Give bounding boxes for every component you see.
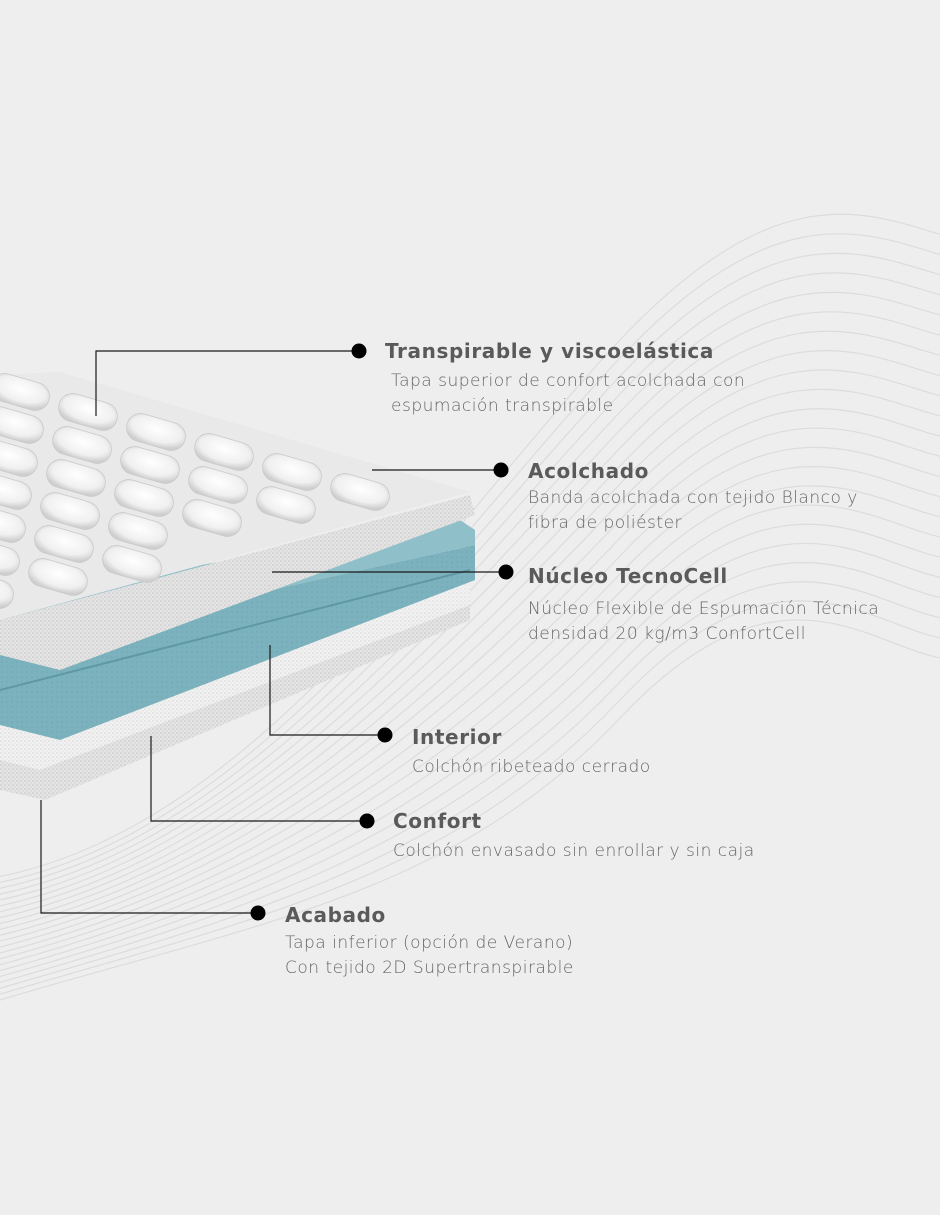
wave-line	[0, 619, 940, 1001]
quilt-pillow	[0, 472, 32, 510]
wave-line	[0, 330, 940, 913]
quilt-pillow	[40, 492, 100, 530]
label-title: Acolchado	[528, 459, 649, 483]
leader-dots	[250, 343, 514, 921]
quilt-pillow	[182, 499, 242, 537]
wave-line	[0, 542, 940, 978]
wave-line	[0, 350, 940, 919]
label-title: Transpirable y viscoelástica	[385, 339, 714, 363]
core-layer-edge	[0, 569, 471, 691]
quilt-pillow	[256, 486, 316, 524]
desc-line: densidad 20 kg/m3 ConfortCell	[528, 624, 806, 644]
comfort-layer-side	[0, 590, 470, 770]
wave-line	[0, 504, 940, 966]
label-description: Núcleo Flexible de Espumación Técnica de…	[528, 597, 879, 647]
mattress-illustration	[0, 372, 475, 800]
wave-line	[0, 252, 940, 889]
quilt-pillow	[0, 373, 50, 411]
dot-confort	[359, 813, 375, 829]
wave-line	[0, 388, 940, 930]
desc-line: Colchón envasado sin enrollar y sin caja	[393, 841, 755, 861]
quilt-pillow	[0, 406, 44, 444]
wave-line	[0, 291, 940, 901]
quilt-pillow	[0, 439, 38, 477]
label-title: Núcleo TecnoCell	[528, 564, 728, 588]
label-description: Tapa superior de confort acolchada con e…	[391, 369, 745, 419]
desc-line: espumación transpirable	[391, 396, 614, 416]
leader-line-transpirable	[95, 350, 358, 416]
dot-acolchado	[493, 462, 509, 478]
wave-line	[0, 581, 940, 989]
label-description: Colchón envasado sin enrollar y sin caja	[393, 839, 755, 864]
label-transpirable: Transpirable y viscoelástica Tapa superi…	[385, 339, 745, 419]
quilt-pillow	[330, 473, 390, 511]
quilt-pillow	[0, 538, 20, 576]
wave-line	[0, 213, 940, 877]
desc-line: Banda acolchada con tejido Blanco y	[528, 488, 858, 508]
quilt-pillow	[52, 426, 112, 464]
quilt-pillow	[28, 558, 88, 596]
wave-line	[0, 369, 940, 925]
wave-line	[0, 427, 940, 942]
desc-line: Tapa superior de confort acolchada con	[391, 371, 746, 391]
label-description: Tapa inferior (opción de Verano) Con tej…	[285, 931, 574, 981]
label-interior: Interior Colchón ribeteado cerrado	[412, 725, 651, 780]
label-nucleo: Núcleo TecnoCell Núcleo Flexible de Espu…	[528, 564, 879, 647]
wave-line	[0, 485, 940, 960]
quilt-pillow	[188, 466, 248, 504]
quilt-pillow	[114, 479, 174, 517]
label-title: Confort	[393, 809, 482, 833]
label-acabado: Acabado Tapa inferior (opción de Verano)…	[285, 903, 574, 981]
label-title: Acabado	[285, 903, 386, 927]
label-description: Colchón ribeteado cerrado	[412, 755, 651, 780]
wave-line	[0, 272, 940, 895]
desc-line: Con tejido 2D Supertranspirable	[285, 958, 574, 978]
dot-acabado	[250, 905, 266, 921]
leader-line-interior	[269, 645, 384, 736]
leader-line-acabado	[40, 800, 257, 914]
desc-line: fibra de poliéster	[528, 513, 683, 533]
background-wave-lines	[0, 213, 940, 1001]
dot-interior	[377, 727, 393, 743]
quilt-pillow	[262, 453, 322, 491]
wave-line	[0, 600, 940, 995]
core-layer-side	[0, 545, 475, 740]
desc-line: Tapa inferior (opción de Verano)	[285, 933, 574, 953]
wave-line	[0, 408, 940, 936]
quilt-pillow	[0, 505, 26, 543]
wave-line	[0, 446, 940, 948]
quilt-pillow	[194, 433, 254, 471]
wave-line	[0, 233, 940, 883]
wave-line	[0, 311, 940, 907]
leader-line-confort	[150, 736, 366, 822]
wave-line	[0, 466, 940, 954]
quilt-pillow	[34, 525, 94, 563]
desc-line: Colchón ribeteado cerrado	[412, 757, 651, 777]
dot-nucleo	[498, 564, 514, 580]
label-confort: Confort Colchón envasado sin enrollar y …	[393, 809, 755, 864]
quilt-pillow	[120, 446, 180, 484]
quilt-pillow	[58, 393, 118, 431]
wave-line	[0, 523, 940, 972]
quilt-pillow	[126, 413, 186, 451]
wave-line	[0, 562, 940, 983]
label-description: Banda acolchada con tejido Blanco y fibr…	[528, 486, 858, 536]
dot-transpirable	[351, 343, 367, 359]
leader-lines	[40, 350, 505, 914]
label-title: Interior	[412, 725, 502, 749]
quilt-pillow	[0, 571, 14, 609]
quilt-pillow	[102, 545, 162, 583]
quilted-pillows	[0, 373, 390, 609]
desc-line: Núcleo Flexible de Espumación Técnica	[528, 599, 880, 619]
label-acolchado: Acolchado Banda acolchada con tejido Bla…	[528, 459, 858, 536]
top-layer-side	[0, 495, 475, 670]
quilt-pillow	[108, 512, 168, 550]
quilt-pillow	[46, 459, 106, 497]
